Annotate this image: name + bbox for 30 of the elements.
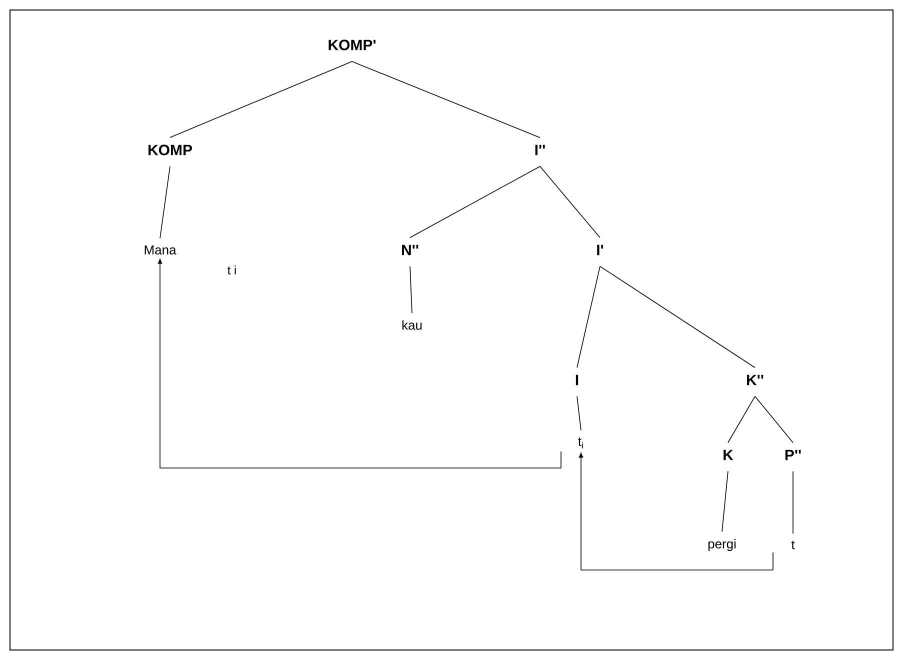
word-label: kau [402, 320, 422, 330]
branch-line [792, 470, 794, 534]
category-label: KOMP' [328, 40, 376, 50]
category-label: I'' [535, 144, 545, 156]
trace-label: t i [228, 266, 236, 274]
trace-label: t$_{i}$ [578, 438, 583, 448]
branch-line [728, 396, 756, 444]
category-label: KOMP [148, 144, 192, 156]
word-label: pergi [708, 538, 736, 552]
branch-line [170, 61, 352, 138]
branch-line [160, 166, 170, 239]
word-label: Mana [144, 245, 176, 255]
branch-line [576, 266, 600, 368]
branch-line [754, 396, 794, 444]
category-label: I [576, 374, 578, 386]
branch-line [352, 61, 540, 138]
branch-line [600, 266, 756, 368]
category-label: P'' [785, 450, 801, 460]
category-label: N'' [402, 244, 418, 256]
movement-arrow [578, 452, 774, 570]
category-label: K [724, 450, 734, 460]
category-label: I' [597, 244, 604, 256]
trace-label: t [791, 540, 795, 550]
branch-line [540, 166, 600, 238]
branch-line [410, 266, 412, 314]
category-label: K'' [747, 374, 764, 386]
branch-line [410, 166, 540, 238]
movement-arrow [158, 258, 562, 468]
branch-line [722, 470, 728, 532]
branch-line [576, 396, 582, 431]
